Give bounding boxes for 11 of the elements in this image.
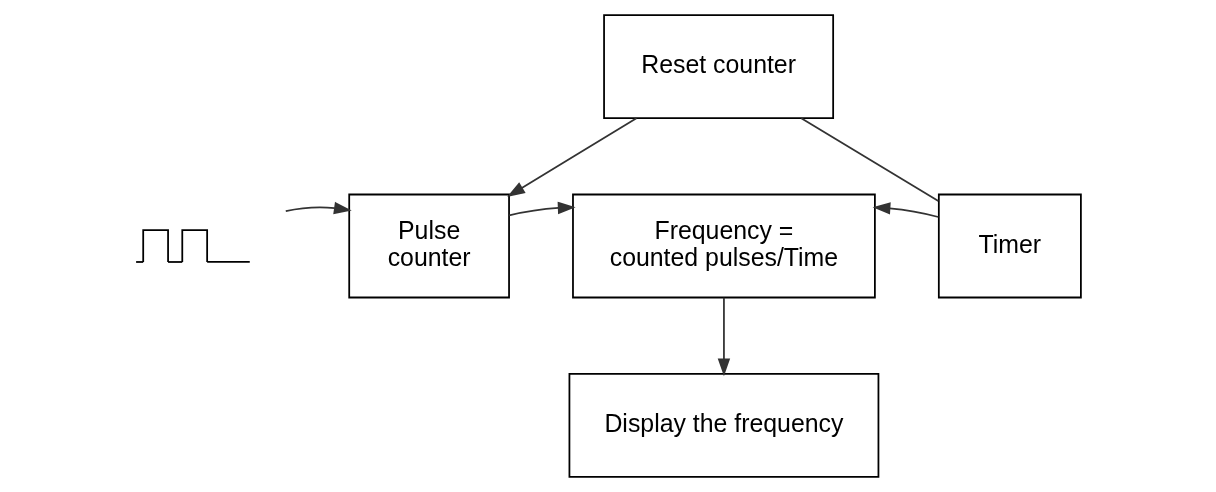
- node-box: Timer: [937, 193, 1082, 299]
- node-box: Pulse counter: [347, 193, 510, 299]
- arrow: [717, 296, 730, 377]
- node-box: Frequency = counted pulses/Time: [571, 193, 876, 299]
- node-box: Display the frequency: [568, 373, 879, 478]
- arrow: [872, 202, 939, 218]
- arrow: [506, 117, 637, 197]
- node-box: Reset counter: [602, 14, 834, 119]
- arrow: [507, 201, 576, 217]
- connector: [799, 117, 939, 202]
- arrow: [284, 201, 352, 215]
